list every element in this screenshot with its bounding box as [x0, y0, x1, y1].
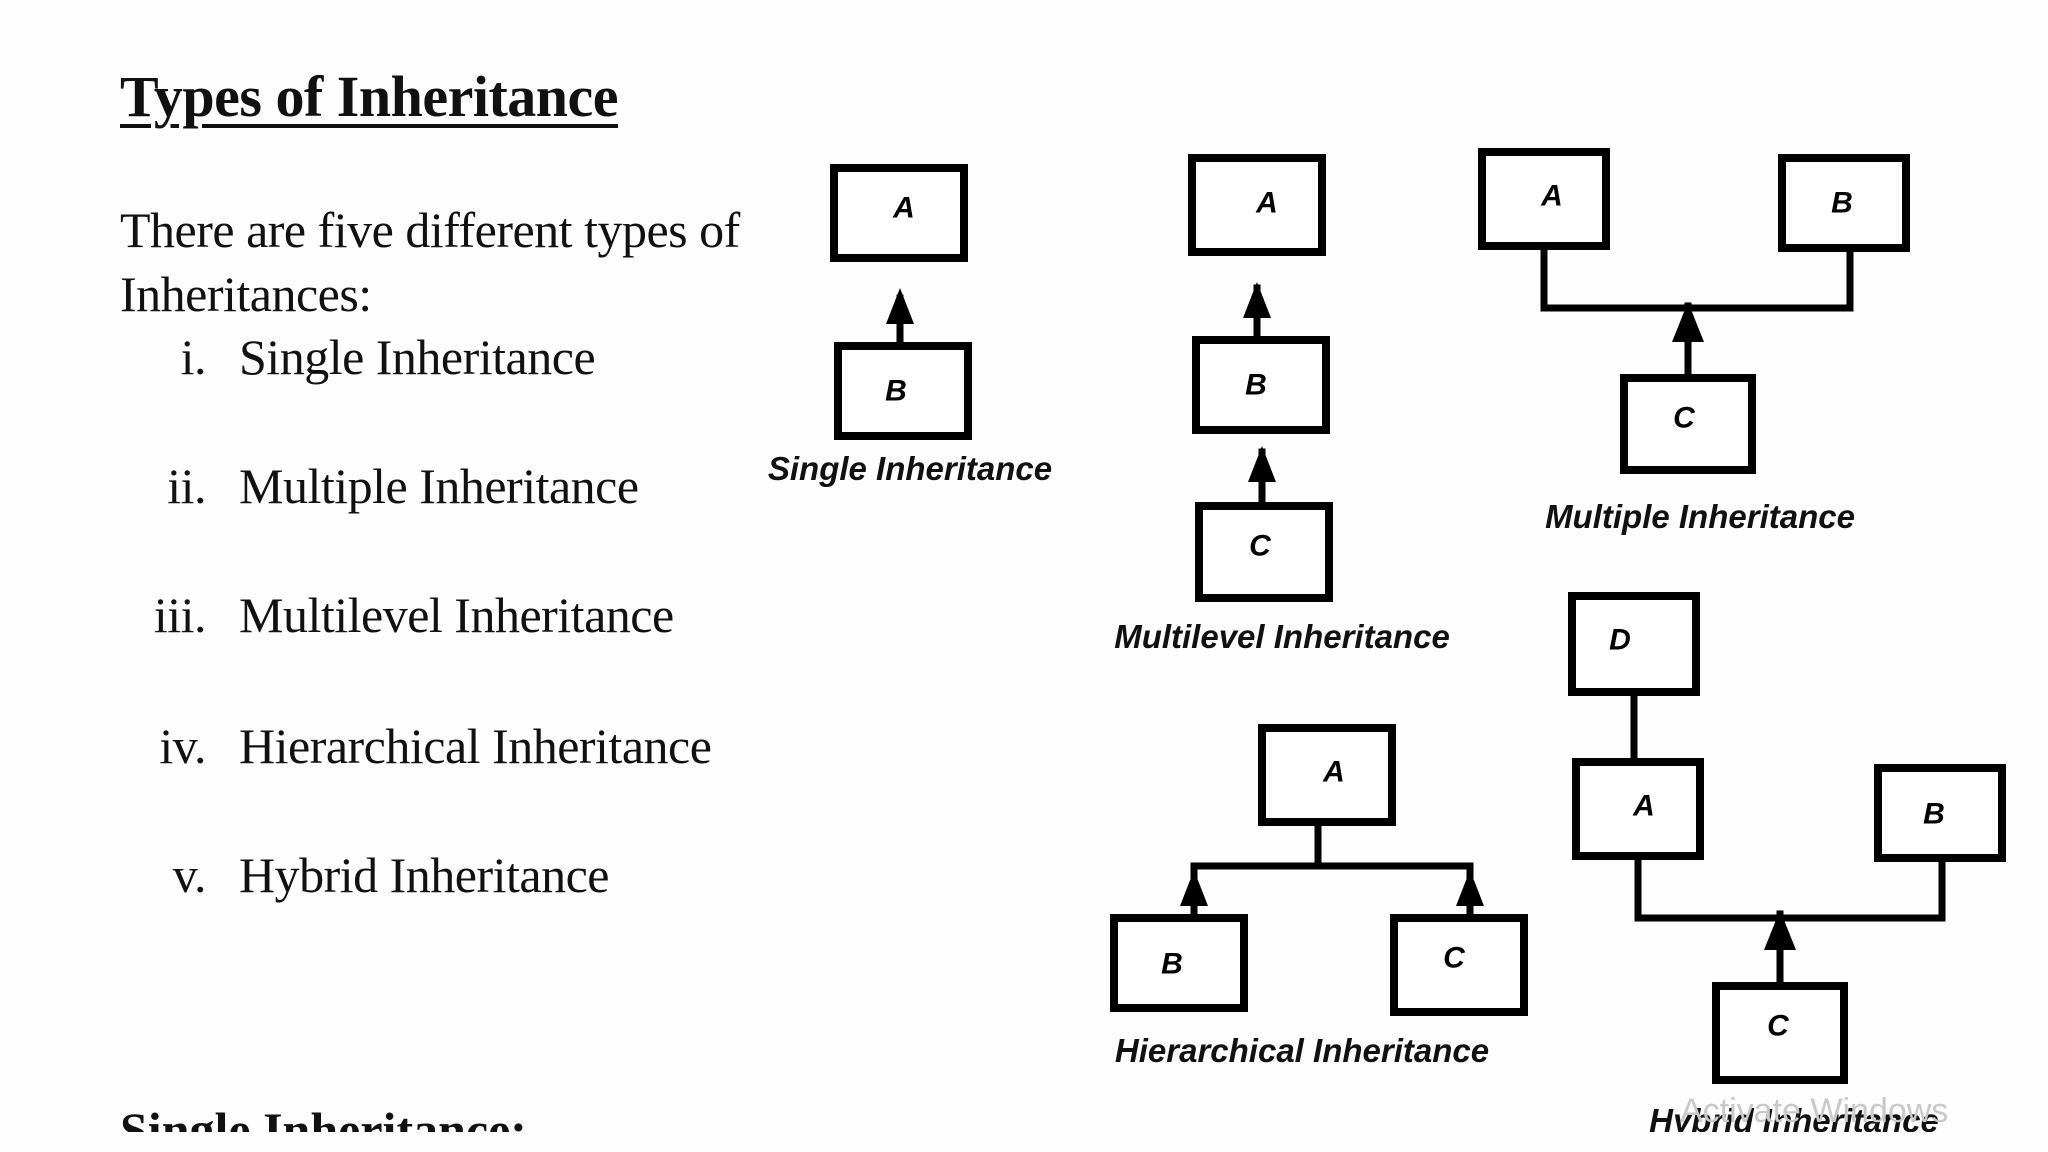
list-item-number: i.	[180, 329, 207, 385]
class-box-label: C	[1443, 942, 1466, 975]
bottom-edge	[0, 1132, 2048, 1152]
class-box-label: B	[1923, 798, 1945, 831]
single-inheritance-diagram: A B Single Inheritance	[768, 164, 1052, 487]
inheritance-types-list: i. Single Inheritance ii. Multiple Inher…	[0, 0, 760, 1152]
arrow-head	[1456, 870, 1484, 906]
class-box-label: A	[1632, 790, 1655, 823]
list-item-label: Multilevel Inheritance	[239, 587, 674, 643]
edge	[1190, 862, 1474, 922]
class-box-label: B	[885, 375, 907, 408]
class-box-a	[830, 164, 968, 262]
class-box-a	[1478, 148, 1610, 250]
class-box-a	[1258, 724, 1396, 826]
arrow-head	[1180, 870, 1208, 906]
class-box-c	[1620, 374, 1756, 474]
class-box-b	[1778, 154, 1910, 252]
list-item-label: Hybrid Inheritance	[239, 847, 610, 903]
arrow-head	[1243, 282, 1271, 318]
class-box-b	[1192, 336, 1330, 434]
class-box-b	[1874, 764, 2006, 862]
page-title: Types of Inheritance	[120, 64, 619, 129]
class-box-label: B	[1161, 948, 1183, 981]
class-box-label: A	[1322, 756, 1345, 789]
edge	[1634, 852, 1946, 922]
edge	[1540, 242, 1854, 312]
class-box-label: C	[1249, 530, 1272, 563]
class-box-label: B	[1831, 187, 1853, 220]
class-box-c	[1390, 914, 1528, 1016]
list-item-number: iv.	[159, 718, 206, 774]
list-item-label: Hierarchical Inheritance	[239, 718, 712, 774]
arrow-head	[1672, 302, 1704, 342]
list-item-label: Single Inheritance	[239, 329, 596, 385]
class-box-a	[1188, 154, 1326, 256]
diagram-caption: Single Inheritance	[768, 450, 1052, 487]
class-box-c	[1712, 982, 1848, 1084]
class-box-label: A	[892, 192, 915, 225]
multilevel-inheritance-diagram: A B C Multilevel Inheritance	[1114, 154, 1450, 655]
class-box-b	[834, 342, 972, 440]
class-box-label: B	[1245, 369, 1267, 402]
class-box-label: A	[1540, 180, 1563, 213]
diagram-caption: Hierarchical Inheritance	[1115, 1032, 1489, 1069]
arrow-head	[1248, 446, 1276, 482]
class-box-label: D	[1609, 624, 1631, 657]
class-box-label: C	[1673, 402, 1696, 435]
list-item-number: ii.	[167, 458, 206, 514]
hybrid-inheritance-diagram: D A B C Hybrid Inheritance Activate Wind…	[1568, 592, 2006, 1139]
activation-watermark: Activate Windows	[1680, 1092, 1948, 1130]
class-box-d	[1568, 592, 1700, 696]
list-item-number: iii.	[153, 587, 207, 643]
multiple-inheritance-diagram: A B C Multiple Inheritance	[1478, 148, 1910, 535]
class-box-c	[1195, 502, 1333, 602]
class-box-a	[1572, 758, 1704, 860]
hierarchical-inheritance-diagram: A B C Hierarchical Inheritance	[1110, 724, 1528, 1069]
list-item-number: v.	[172, 847, 207, 903]
diagram-caption: Multiple Inheritance	[1545, 498, 1855, 535]
diagram-caption: Multilevel Inheritance	[1114, 618, 1450, 655]
arrow-head	[886, 288, 914, 324]
arrow-head	[1764, 910, 1796, 950]
class-box-label: A	[1255, 187, 1278, 220]
list-item-label: Multiple Inheritance	[239, 458, 639, 514]
class-box-b	[1110, 914, 1248, 1012]
class-box-label: C	[1767, 1010, 1790, 1043]
intro-text: There are five different types of Inheri…	[120, 202, 740, 322]
